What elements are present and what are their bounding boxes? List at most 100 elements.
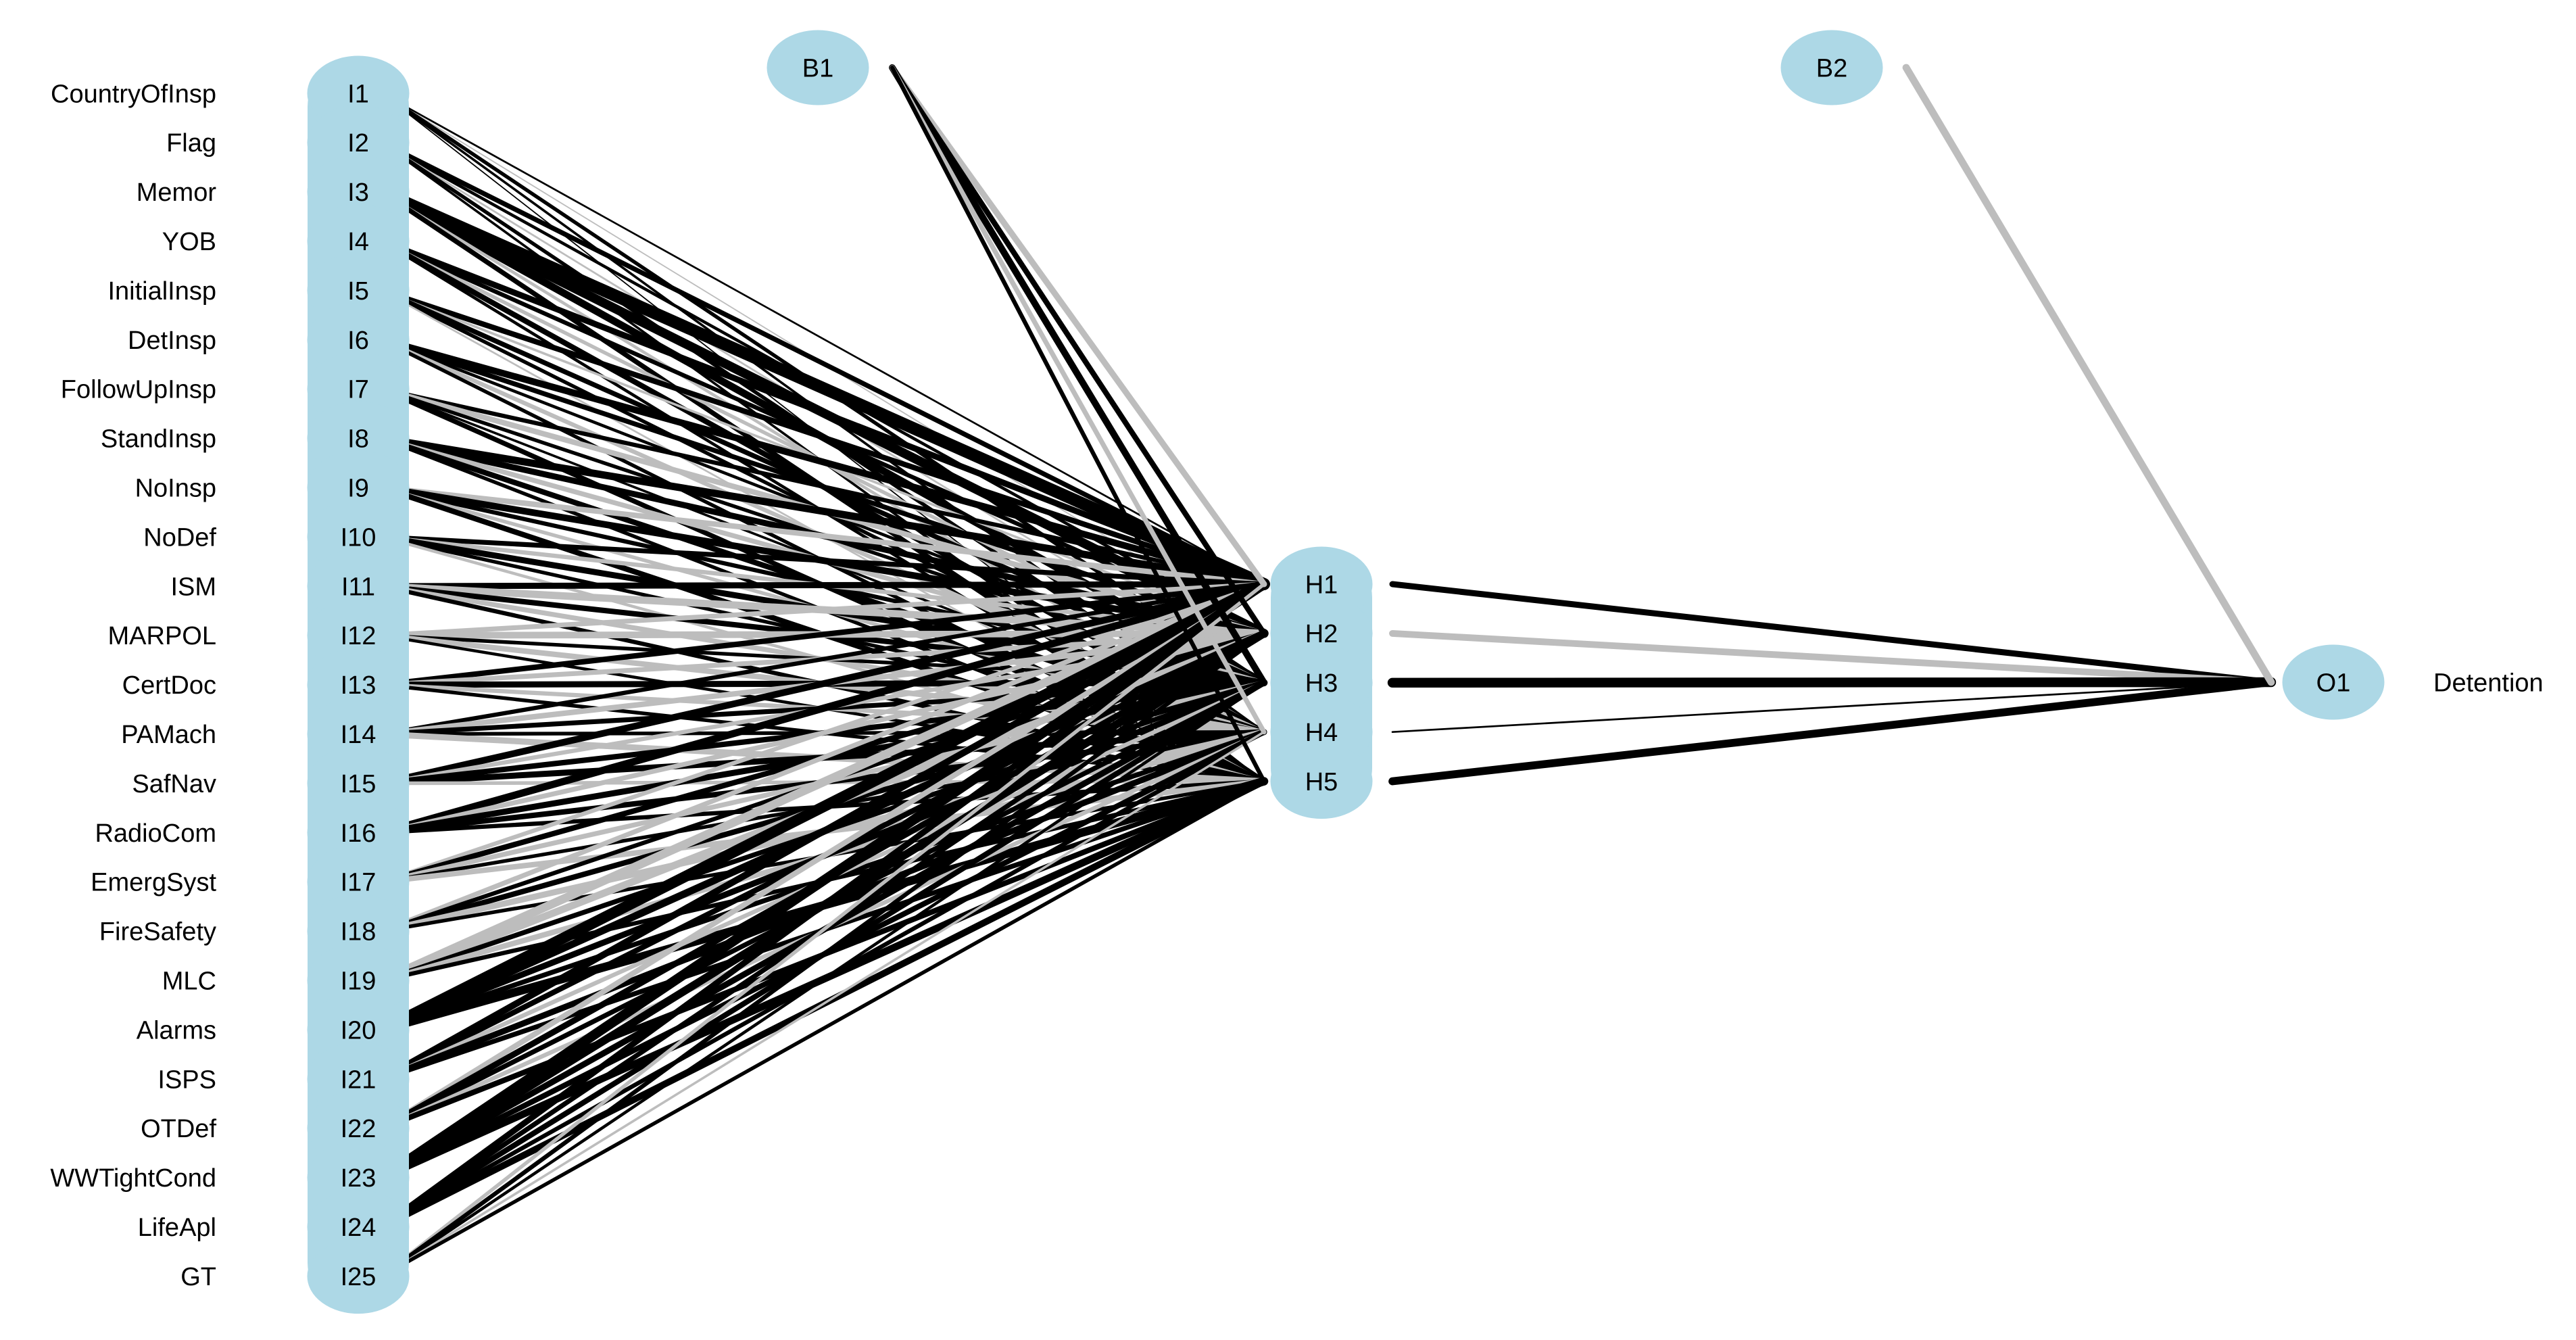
edge-i19-h1: [377, 579, 1269, 985]
edge-i23-h1: [376, 579, 1269, 1183]
input-variable-label: FireSafety: [99, 918, 216, 947]
hidden-node-h2-label: H2: [1305, 620, 1338, 648]
edge-i12-h1: [379, 581, 1267, 638]
input-variable-label: Flag: [166, 129, 216, 158]
input-node-i19-label: I19: [341, 967, 376, 996]
input-node-i22-label: I22: [341, 1115, 376, 1143]
input-variable-label: SafNav: [132, 770, 216, 798]
bias-node-b1-shape: [767, 30, 869, 105]
connection-layer: [376, 64, 2277, 1278]
edge-h2-o1: [1389, 629, 2275, 686]
input-node-i6-label: I6: [347, 327, 369, 355]
bias-node-b1: B1: [767, 30, 869, 105]
input-node-i8-label: I8: [347, 425, 369, 454]
bias-node-b2-label: B2: [1816, 54, 1847, 82]
input-variable-label: CountryOfInsp: [51, 80, 216, 108]
hidden-node-h4-label: H4: [1305, 719, 1338, 747]
input-node-i9-label: I9: [347, 475, 369, 503]
edge-i4-h1: [379, 238, 1267, 588]
edge-i25-h2: [379, 631, 1267, 1278]
input-node-i13-label: I13: [341, 671, 376, 700]
edge-i2-h1: [379, 140, 1267, 587]
edge-h1-o1: [1389, 581, 2275, 686]
edge-i24-h1: [379, 581, 1267, 1230]
input-node-i2-label: I2: [347, 129, 369, 158]
edge-h3-o1: [1387, 677, 2277, 688]
input-node-i5-label: I5: [347, 277, 369, 306]
input-node-i11-label: I11: [341, 573, 375, 601]
input-node-i14-label: I14: [341, 721, 376, 749]
edge-h5-o1: [1388, 678, 2275, 786]
node-layer: I1I2I3I4I5I6I7I8I9I10I11I12I13I14I15I16I…: [307, 30, 2385, 1314]
edge-i22-h1: [379, 581, 1267, 1131]
input-variable-label: RadioCom: [95, 819, 216, 848]
input-node-i15-label: I15: [341, 770, 376, 798]
hidden-node-h1-label: H1: [1305, 571, 1338, 599]
output-node-o1-shape: [2282, 644, 2385, 720]
input-variable-label: NoInsp: [135, 475, 216, 503]
edge-b2-o1: [1902, 64, 2275, 686]
input-node-i17-label: I17: [341, 869, 376, 897]
input-variable-label: WWTightCond: [50, 1164, 216, 1193]
edge-b1-h2: [889, 64, 1267, 636]
input-variable-label: ISPS: [157, 1066, 216, 1094]
input-variable-label: FollowUpInsp: [61, 376, 216, 404]
input-variable-label: EmergSyst: [91, 869, 216, 897]
input-node-i25: I25: [307, 1239, 410, 1314]
hidden-node-h5: H5: [1270, 744, 1373, 819]
input-variable-label: LifeApl: [138, 1214, 216, 1242]
edge-i11-h1: [379, 581, 1267, 590]
edge-i25-h3: [380, 681, 1266, 1278]
input-node-i7-label: I7: [347, 376, 369, 404]
bias-node-b2-shape: [1780, 30, 1883, 105]
input-variable-label: Memor: [137, 178, 217, 207]
input-variable-label: OTDef: [141, 1115, 216, 1143]
input-node-i3-label: I3: [347, 178, 369, 207]
edge-b1-h3: [889, 64, 1267, 686]
input-variable-label: ISM: [170, 573, 216, 601]
edge-i13-h1: [379, 581, 1267, 688]
edge-i10-h1: [379, 534, 1267, 587]
input-node-i12-label: I12: [341, 622, 376, 650]
input-variable-label: GT: [180, 1263, 216, 1291]
input-variable-label: PAMach: [121, 721, 216, 749]
hidden-node-h3-label: H3: [1305, 669, 1338, 698]
output-node-o1-label: O1: [2316, 669, 2351, 697]
input-node-i25-shape: [307, 1239, 410, 1314]
input-node-i18-label: I18: [341, 918, 376, 947]
input-node-i21-label: I21: [341, 1066, 376, 1094]
edge-b1-h5: [890, 65, 1267, 784]
edge-i9-h1: [379, 485, 1267, 588]
output-variable-label: Detention: [2433, 669, 2544, 697]
input-variable-label: YOB: [162, 228, 216, 256]
input-node-i1-label: I1: [347, 80, 369, 108]
input-variable-label: CertDoc: [122, 671, 216, 700]
edge-i25-h4: [381, 730, 1265, 1278]
bias-node-b1-label: B1: [802, 54, 833, 82]
input-variable-label: NoDef: [143, 523, 216, 552]
hidden-node-h5-label: H5: [1305, 768, 1338, 796]
input-node-i16-label: I16: [341, 819, 376, 848]
edge-h4-o1: [1391, 681, 2273, 734]
edge-i21-h1: [379, 581, 1267, 1082]
edge-i18-h1: [379, 581, 1267, 934]
edge-i8-h1: [378, 434, 1268, 588]
hidden-node-h5-shape: [1270, 744, 1373, 819]
edge-i6-h1: [379, 336, 1267, 588]
edge-i3-h1: [376, 185, 1270, 590]
input-node-i10-label: I10: [341, 523, 376, 552]
input-node-i4-label: I4: [347, 228, 369, 256]
input-variable-label: StandInsp: [101, 425, 216, 454]
edge-i16-h1: [378, 580, 1268, 836]
edge-i15-h1: [379, 581, 1267, 787]
input-variable-label: MARPOL: [108, 622, 216, 650]
edge-b1-h4: [890, 65, 1267, 735]
input-variable-label: InitialInsp: [107, 277, 216, 306]
edge-i25-h5: [380, 779, 1266, 1278]
edge-i20-h1: [376, 578, 1270, 1036]
input-node-i20-label: I20: [341, 1016, 376, 1045]
edge-i7-h1: [379, 387, 1267, 587]
input-variable-label: DetInsp: [128, 327, 216, 355]
